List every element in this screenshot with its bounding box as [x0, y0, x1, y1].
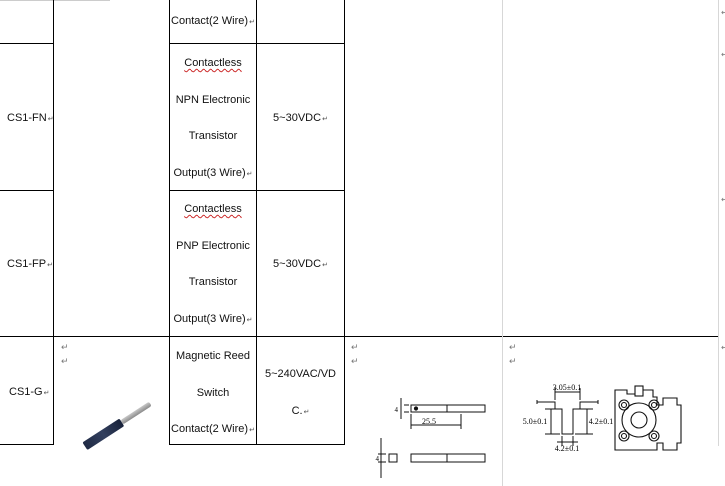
- row-divider: [169, 43, 345, 44]
- description-line: Contact(2 Wire): [171, 423, 249, 435]
- model-label: CS1-FN: [7, 112, 47, 124]
- sensor-photo: [83, 402, 151, 450]
- row-end-mark: ↵: [721, 195, 725, 204]
- row-divider: [169, 444, 345, 445]
- cell-end-mark: ↵: [246, 171, 253, 178]
- sensor-dimension-drawing: 25.5 4 4: [376, 398, 486, 478]
- model-cell: CS1-FN↵: [7, 111, 54, 127]
- column-divider: [169, 0, 170, 445]
- description-line: PNP Electronic: [176, 240, 250, 252]
- dimension-label: 4: [395, 406, 399, 414]
- row-end-mark: ↵: [721, 343, 725, 352]
- model-cell: CS1-G↵: [9, 385, 50, 401]
- description-cell: Contact(2 Wire)↵: [170, 4, 256, 38]
- description-line: Transistor: [188, 130, 238, 142]
- voltage-cell: 5~30VDC↵: [257, 111, 344, 127]
- dimension-label: 5.0±0.1: [523, 417, 547, 426]
- row-end-mark: ↵: [721, 50, 725, 59]
- column-divider: [502, 0, 503, 486]
- column-divider: [344, 0, 345, 445]
- voltage-line: 5~240VAC/VD: [264, 368, 337, 380]
- voltage-label: 5~30VDC: [273, 258, 322, 270]
- description-line: Contactless: [184, 203, 242, 215]
- description-line: Contactless: [184, 57, 242, 69]
- cell-end-mark: ↵: [249, 19, 255, 26]
- voltage-cell: 5~30VDC↵: [257, 257, 344, 273]
- voltage-label: 5~30VDC: [273, 112, 322, 124]
- bracket-dimension-drawing: 3.05±0.1 5.0±0.1 4.2±0.1 4.2±0.1: [523, 383, 682, 453]
- description-line: Magnetic Reed: [176, 350, 250, 362]
- row-end-mark: ↵: [721, 8, 725, 17]
- model-cell: CS1-FP↵: [7, 257, 53, 273]
- cell-end-mark: ↵: [249, 427, 255, 434]
- row-divider: [0, 336, 719, 337]
- dimension-label: 4.2±0.1: [555, 444, 579, 453]
- cell-end-mark: ↵: [43, 390, 50, 397]
- model-label: CS1-G: [9, 386, 43, 398]
- row-divider: [0, 444, 53, 445]
- dimension-label: 4: [376, 455, 380, 463]
- description-line: Switch: [196, 387, 230, 399]
- cell-end-mark: ↵: [322, 116, 328, 123]
- paragraph-mark: ↵: [351, 342, 359, 352]
- column-divider: [256, 0, 257, 445]
- dimension-label: 25.5: [422, 417, 436, 426]
- cell-end-mark: ↵: [322, 262, 328, 269]
- row-divider: [0, 190, 53, 191]
- description-line: Transistor: [188, 276, 238, 288]
- dimension-label: 4.2±0.1: [589, 417, 613, 426]
- top-edge: [0, 0, 110, 1]
- description-line: Output(3 Wire): [173, 167, 246, 179]
- paragraph-mark: ↵: [61, 342, 69, 352]
- description-line: NPN Electronic: [175, 94, 251, 106]
- cell-end-mark: ↵: [303, 409, 310, 416]
- row-divider: [169, 190, 345, 191]
- cell-end-mark: ↵: [47, 116, 54, 123]
- column-divider: [53, 0, 54, 445]
- paragraph-mark: ↵: [509, 356, 517, 366]
- model-label: CS1-FP: [7, 258, 47, 270]
- paragraph-mark: ↵: [351, 356, 359, 366]
- description-line: Output(3 Wire): [173, 313, 246, 325]
- paragraph-mark: ↵: [61, 356, 69, 366]
- cell-end-mark: ↵: [246, 317, 253, 324]
- description-line: Contact(2 Wire): [171, 15, 249, 27]
- paragraph-mark: ↵: [509, 342, 517, 352]
- column-divider: [718, 0, 719, 446]
- cell-end-mark: ↵: [47, 262, 53, 269]
- voltage-line: C.: [291, 405, 303, 417]
- dimension-label: 3.05±0.1: [553, 383, 581, 392]
- row-divider: [0, 43, 53, 44]
